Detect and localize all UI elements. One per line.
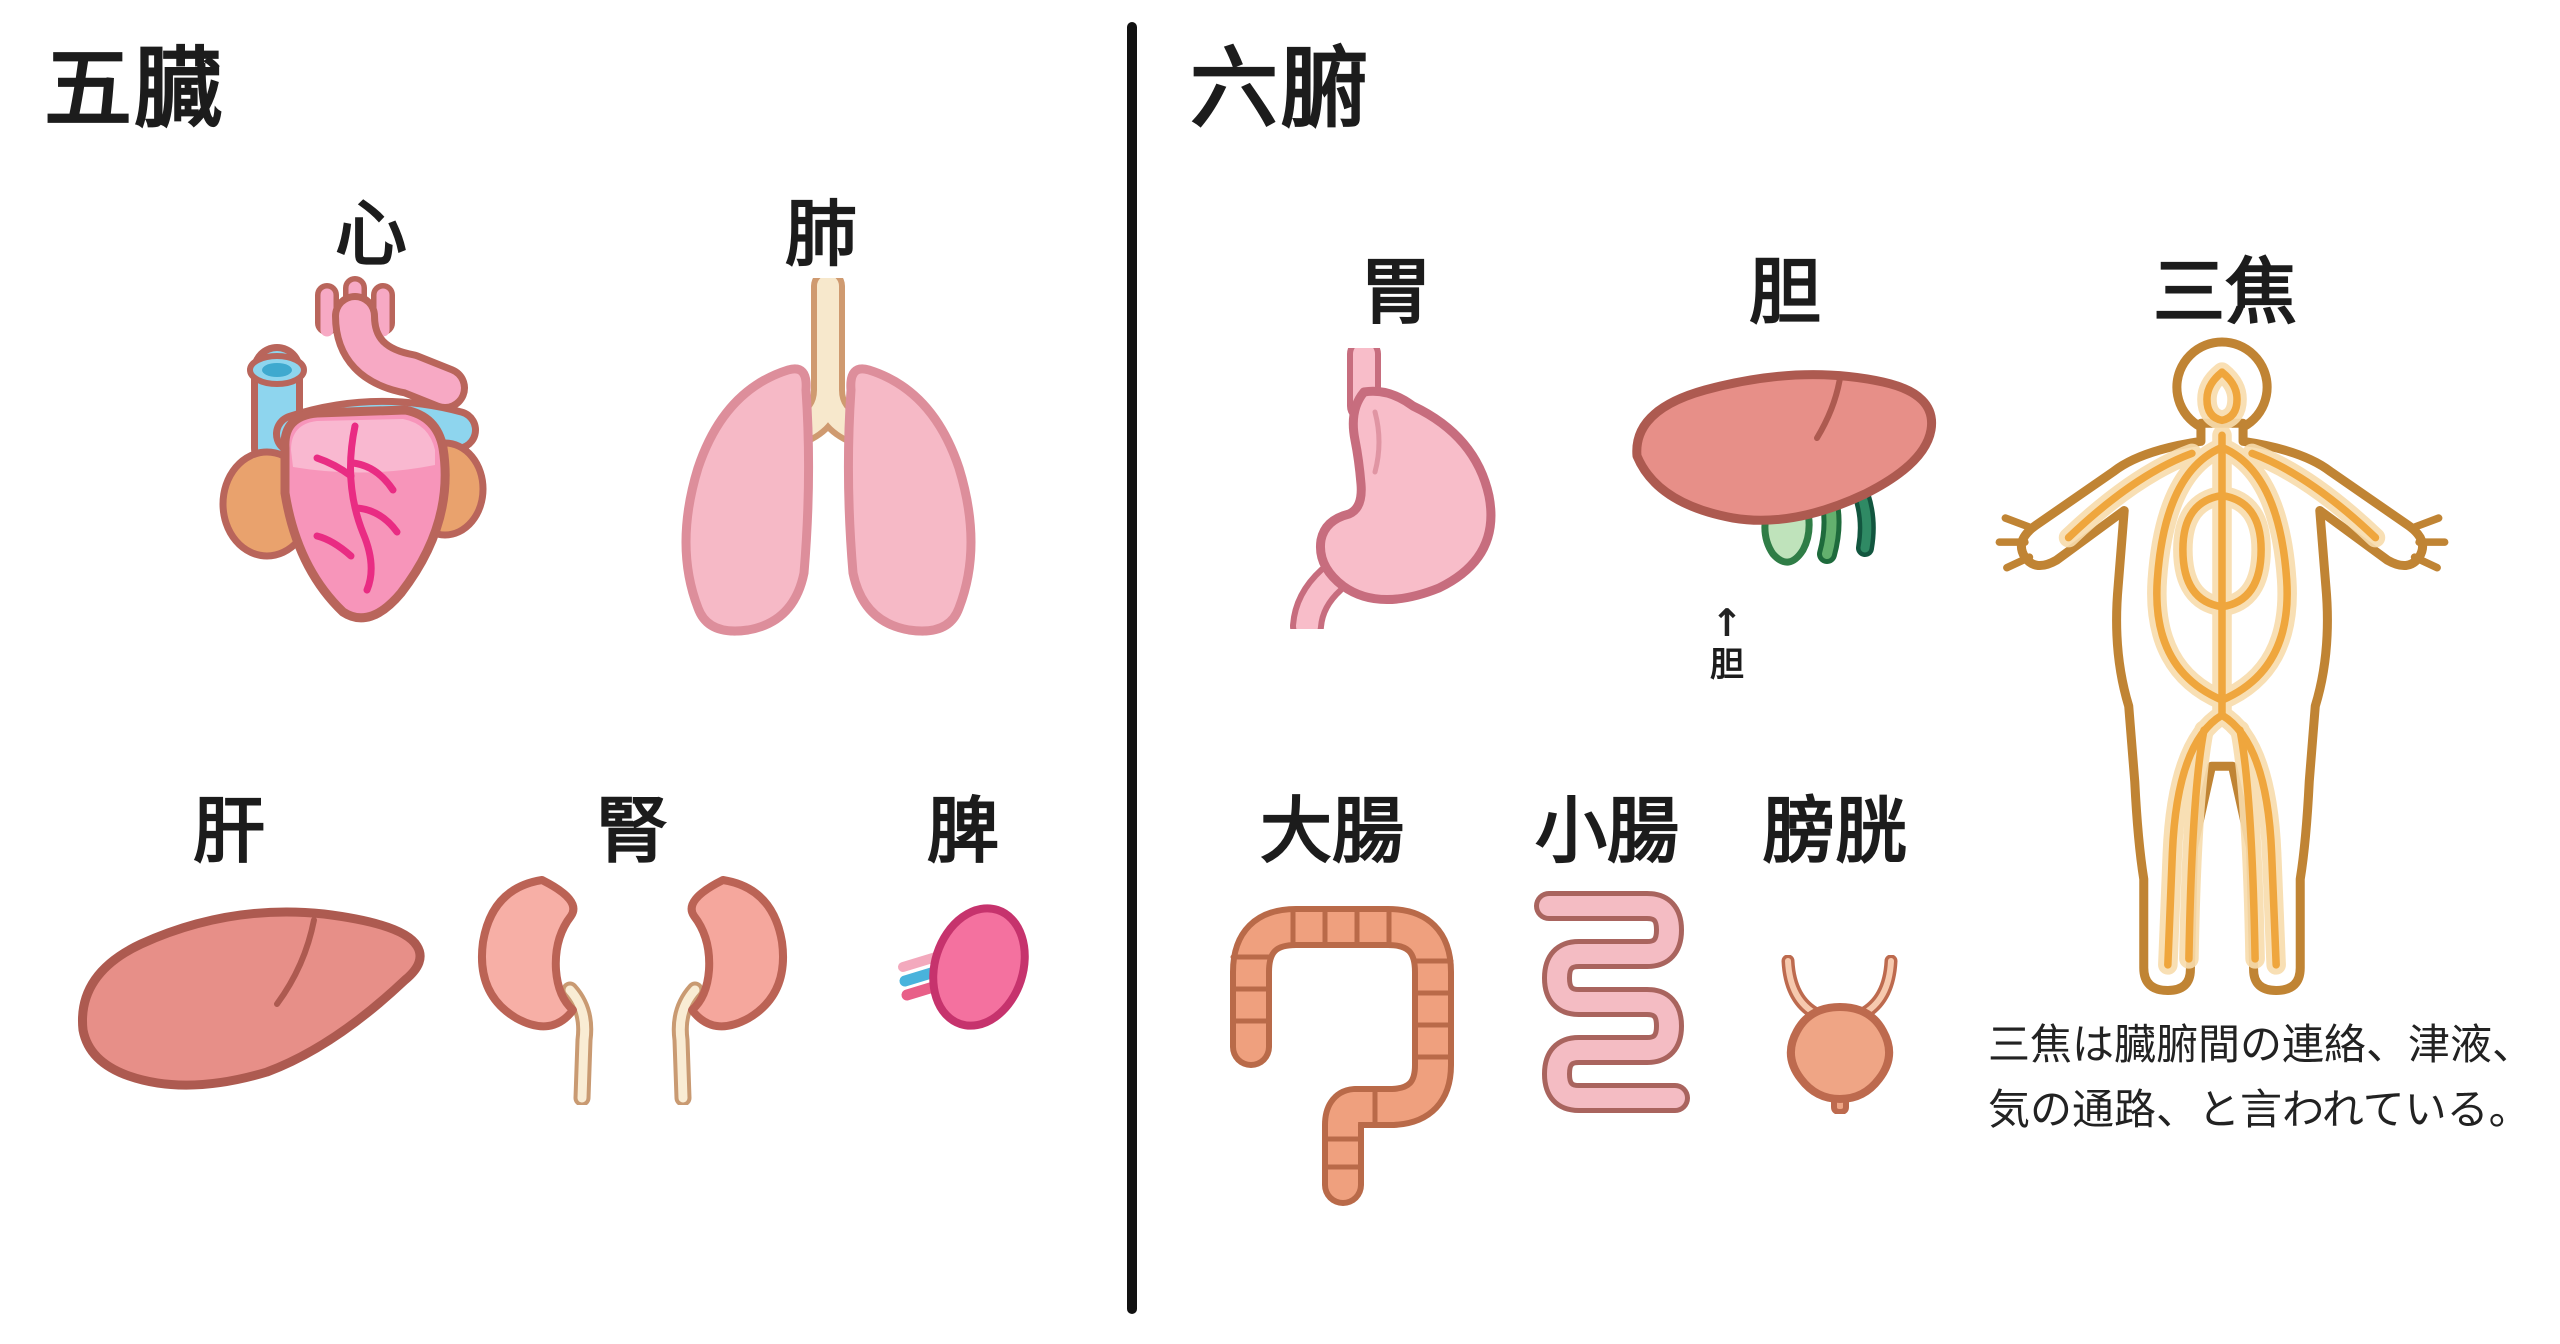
organ-label-liver: 肝 [192, 789, 266, 873]
spleen-shape [929, 904, 1029, 1030]
spleen-illustration [898, 904, 1029, 1030]
coronary-arteries [313, 422, 401, 594]
sanjiao-caption: 三焦は臓腑間の連絡、津液、 気の通路、と言われている。 [1988, 1012, 2534, 1142]
stomach-shape [1315, 386, 1496, 604]
bladder-illustration [1781, 955, 1898, 1114]
right-kidney-shape [671, 876, 787, 1105]
small-intestine-illustration [1534, 891, 1690, 1113]
sanjiao-caption-line2: 気の通路、と言われている。 [1988, 1085, 2531, 1135]
large-intestine-illustration [1230, 906, 1454, 1206]
left-kidney-shape [478, 876, 594, 1105]
kidneys-illustration [478, 876, 787, 1105]
lungs-illustration [681, 278, 976, 636]
panel-divider [1127, 22, 1137, 1314]
stomach-illustration [1290, 348, 1496, 629]
organ-label-gallbladder: 胆 [1748, 250, 1822, 334]
sanjiao-illustration [1995, 337, 2449, 995]
six-fu-title: 六腑 [1190, 37, 1371, 140]
liver-over-gallbladder-shape [1632, 370, 1937, 525]
heart-illustration [219, 276, 487, 623]
organ-label-small-intestine: 小腸 [1534, 789, 1680, 873]
organ-label-spleen: 脾 [926, 789, 1000, 873]
channel-lines [2064, 368, 2380, 969]
gallbladder-pointer-label: 胆 [1710, 645, 1744, 685]
left-lung-shape [681, 364, 814, 636]
gallbladder-arrow: ↑ [1711, 601, 1743, 645]
hand-fingers [1995, 514, 2449, 572]
gallbladder-illustration [1632, 370, 1937, 566]
organ-label-sanjiao: 三焦 [2152, 250, 2298, 334]
liver-illustration [77, 907, 425, 1090]
sanjiao-caption-line1: 三焦は臓腑間の連絡、津液、 [1988, 1020, 2535, 1069]
organ-label-stomach: 胃 [1359, 250, 1433, 334]
organ-label-kidneys: 腎 [595, 789, 669, 873]
bladder-shape [1787, 1003, 1893, 1103]
haustra-marks [1230, 906, 1454, 1170]
five-zang-title: 五臓 [44, 37, 225, 140]
organ-label-bladder: 膀胱 [1762, 789, 1908, 873]
organ-label-lungs: 肺 [784, 192, 858, 276]
organ-label-heart: 心 [334, 192, 408, 276]
right-lung-shape [843, 364, 976, 636]
organ-label-large-intestine: 大腸 [1259, 789, 1405, 873]
